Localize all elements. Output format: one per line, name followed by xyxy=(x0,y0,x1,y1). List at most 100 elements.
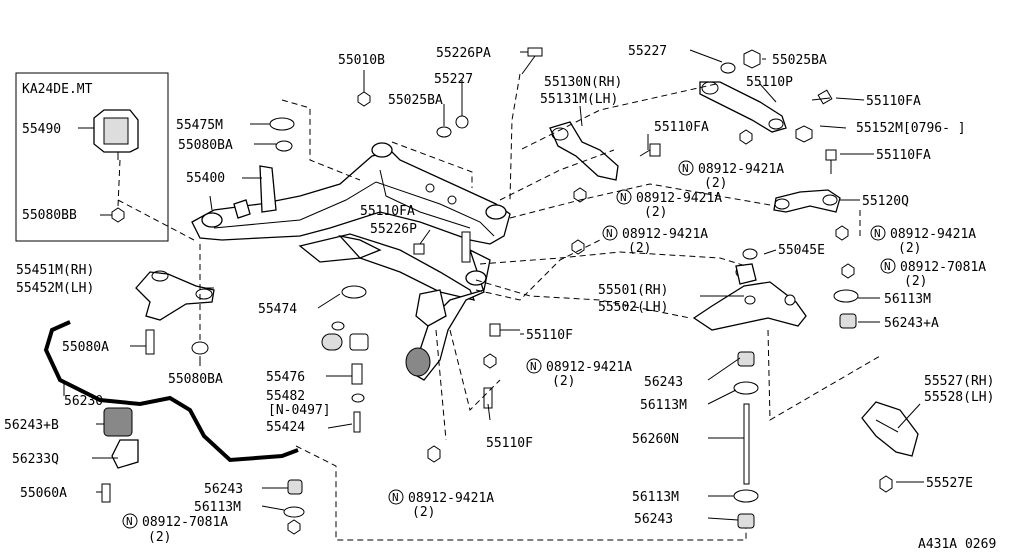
label-55482-note: [N-0497] xyxy=(268,403,331,418)
engine-variant-inset: KA24DE.MT xyxy=(15,72,195,242)
upper-link-55130n xyxy=(549,121,619,181)
n-mark-circle xyxy=(616,189,632,205)
label-55482: 55482 xyxy=(266,389,305,404)
label-55025ba-b: 55025BA xyxy=(772,53,827,68)
n-mark-circle xyxy=(678,160,694,176)
label-55130n: 55130N(RH) xyxy=(544,75,622,90)
rod-56260n xyxy=(743,403,750,485)
svg-text:(2): (2) xyxy=(704,176,727,191)
label-56243a: 56243+A xyxy=(884,316,939,331)
svg-text:(2): (2) xyxy=(644,205,667,220)
label-56113m-a: 56113M xyxy=(884,292,931,307)
n-callout-2: N 08912-9421A (2) xyxy=(616,189,722,220)
n-callout-8: N 08912-7081A (2) xyxy=(122,513,228,545)
lower-arm-55501 xyxy=(692,263,807,331)
rear-suspension-member xyxy=(191,142,511,381)
svg-text:N: N xyxy=(530,360,537,373)
svg-text:08912-9421A: 08912-9421A xyxy=(408,491,494,506)
svg-text:08912-7081A: 08912-7081A xyxy=(900,260,986,275)
svg-text:N: N xyxy=(606,227,613,240)
n-callout-6: N 08912-9421A (2) xyxy=(526,358,632,389)
label-55110fa-b: 55110FA xyxy=(654,120,709,135)
label-55226pa: 55226PA xyxy=(436,46,491,61)
svg-text:(2): (2) xyxy=(148,530,171,545)
label-55010b: 55010B xyxy=(338,53,385,68)
label-55490: 55490 xyxy=(22,122,61,137)
label-56243-a: 56243 xyxy=(644,375,683,390)
label-55475m: 55475M xyxy=(176,118,223,133)
svg-text:08912-9421A: 08912-9421A xyxy=(890,227,976,242)
label-56113m-c: 56113M xyxy=(194,500,241,515)
svg-text:N: N xyxy=(620,191,627,204)
svg-text:(2): (2) xyxy=(412,505,435,520)
label-55474: 55474 xyxy=(258,302,297,317)
svg-text:08912-7081A: 08912-7081A xyxy=(142,515,228,530)
label-55120q: 55120Q xyxy=(862,194,909,209)
label-55476: 55476 xyxy=(266,370,305,385)
stabilizer-bushing xyxy=(103,407,133,437)
n-mark-circle xyxy=(870,225,886,241)
n-mark-circle xyxy=(602,225,618,241)
svg-text:08912-9421A: 08912-9421A xyxy=(622,227,708,242)
n-callouts: N 08912-9421A (2) N 08912-9421A (2) N 08… xyxy=(122,160,986,545)
stabilizer-bar xyxy=(43,320,299,469)
svg-text:N: N xyxy=(874,227,881,240)
leader-lines xyxy=(63,49,924,541)
n-callout-5: N 08912-7081A (2) xyxy=(880,258,986,289)
label-56230: 56230 xyxy=(64,394,103,409)
label-55227-b: 55227 xyxy=(628,44,667,59)
splash-guard xyxy=(861,401,919,457)
label-55080ba-b: 55080BA xyxy=(168,372,223,387)
label-56243-b: 56243 xyxy=(204,482,243,497)
label-56243-c: 56243 xyxy=(634,512,673,527)
upper-link-55110p xyxy=(699,81,787,133)
svg-text:N: N xyxy=(682,162,689,175)
inset-title: KA24DE.MT xyxy=(22,82,93,97)
svg-text:(2): (2) xyxy=(628,241,651,256)
label-55131m: 55131M(LH) xyxy=(540,92,618,107)
label-55400: 55400 xyxy=(186,171,225,186)
svg-text:N: N xyxy=(126,515,133,528)
label-55080a: 55080A xyxy=(62,340,109,355)
label-55528: 55528(LH) xyxy=(924,390,994,405)
n-mark-circle xyxy=(880,258,896,274)
upper-links xyxy=(549,81,841,213)
label-55110fa-c: 55110FA xyxy=(876,148,931,163)
svg-text:N: N xyxy=(884,260,891,273)
n-callout-3: N 08912-9421A (2) xyxy=(602,225,708,256)
label-55025ba-a: 55025BA xyxy=(388,93,443,108)
svg-text:(2): (2) xyxy=(552,374,575,389)
label-55110f-b: 55110F xyxy=(486,436,533,451)
n-mark-circle xyxy=(122,513,138,529)
n-callout-1: N 08912-9421A (2) xyxy=(678,160,784,191)
label-55527: 55527(RH) xyxy=(924,374,994,389)
label-56113m-b: 56113M xyxy=(640,398,687,413)
label-55451m: 55451M(RH) xyxy=(16,263,94,278)
svg-text:N: N xyxy=(392,491,399,504)
parallel-link-arm xyxy=(135,270,215,321)
label-56243b: 56243+B xyxy=(4,418,59,433)
label-55501: 55501(RH) xyxy=(598,283,668,298)
label-55527e: 55527E xyxy=(926,476,973,491)
label-56233q: 56233Q xyxy=(12,452,59,467)
label-56260n: 56260N xyxy=(632,432,679,447)
footer-code: A431A 0269 xyxy=(918,537,996,552)
label-55110fa-d: 55110FA xyxy=(360,204,415,219)
svg-text:08912-9421A: 08912-9421A xyxy=(698,162,784,177)
label-55110f-a: 55110F xyxy=(526,328,573,343)
stabilizer-clamp xyxy=(111,439,139,469)
n-mark-circle xyxy=(526,358,542,374)
svg-text:08912-9421A: 08912-9421A xyxy=(546,360,632,375)
label-55424: 55424 xyxy=(266,420,305,435)
inset-nut xyxy=(111,207,125,223)
label-55152m: 55152M[0796- ] xyxy=(856,121,966,136)
part-labels: 55490 55080BB 55010B 55226PA 55227 55025… xyxy=(4,44,996,552)
label-55060a: 55060A xyxy=(20,486,67,501)
label-55452m: 55452M(LH) xyxy=(16,281,94,296)
n-callout-7: N 08912-9421A (2) xyxy=(388,489,494,520)
frame-bracket xyxy=(259,165,277,213)
svg-text:08912-9421A: 08912-9421A xyxy=(636,191,722,206)
n-mark-circle xyxy=(388,489,404,505)
svg-text:(2): (2) xyxy=(898,241,921,256)
